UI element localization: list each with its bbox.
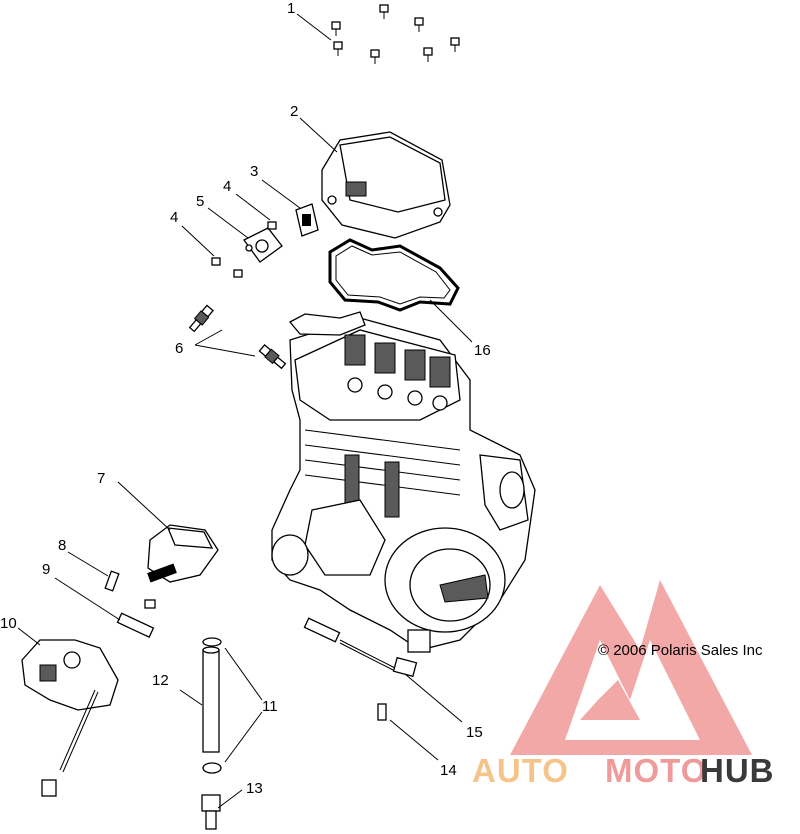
part-16-gasket (328, 238, 473, 343)
watermark-hub: HUB (700, 752, 775, 789)
part-11-clamps (202, 637, 263, 774)
callout-5: 5 (196, 193, 204, 210)
callout-10: 10 (0, 615, 17, 632)
part-4-screws (181, 193, 277, 278)
part-3-gasket (261, 179, 319, 237)
part-6-spark-plugs (188, 304, 287, 370)
part-7-intake-boot (117, 481, 219, 583)
part-8-bolt (67, 551, 156, 609)
watermark-triangle-logo (510, 580, 752, 755)
part-1-bolts (296, 4, 460, 64)
callout-4a: 4 (223, 178, 231, 195)
part-15-sensor-lead (303, 617, 463, 723)
engine-block (271, 311, 536, 653)
part-5-bracket (207, 207, 283, 263)
watermark-auto: AUTO (472, 752, 569, 789)
copyright-notice: © 2006 Polaris Sales Inc (598, 642, 763, 659)
watermark-moto: MOTO (605, 752, 708, 789)
callout-11: 11 (262, 698, 278, 715)
callout-8: 8 (58, 537, 66, 554)
callout-4b: 4 (170, 209, 178, 226)
callout-12: 12 (152, 672, 169, 689)
part-14-bolt (377, 703, 439, 761)
part-2-valve-cover (299, 117, 451, 239)
callout-16: 16 (474, 342, 491, 359)
callout-9: 9 (42, 561, 50, 578)
callout-13: 13 (246, 780, 263, 797)
part-13-fitting (201, 789, 243, 830)
callout-7: 7 (97, 470, 105, 487)
part-10-throttle-body (17, 627, 119, 797)
callout-6: 6 (175, 340, 183, 357)
callout-14: 14 (440, 762, 457, 779)
part-9-sensor (54, 577, 155, 639)
callout-15: 15 (466, 724, 483, 741)
callout-2: 2 (290, 103, 298, 120)
part-12-hose (179, 646, 220, 753)
callout-3: 3 (250, 163, 258, 180)
callout-1: 1 (287, 0, 295, 17)
